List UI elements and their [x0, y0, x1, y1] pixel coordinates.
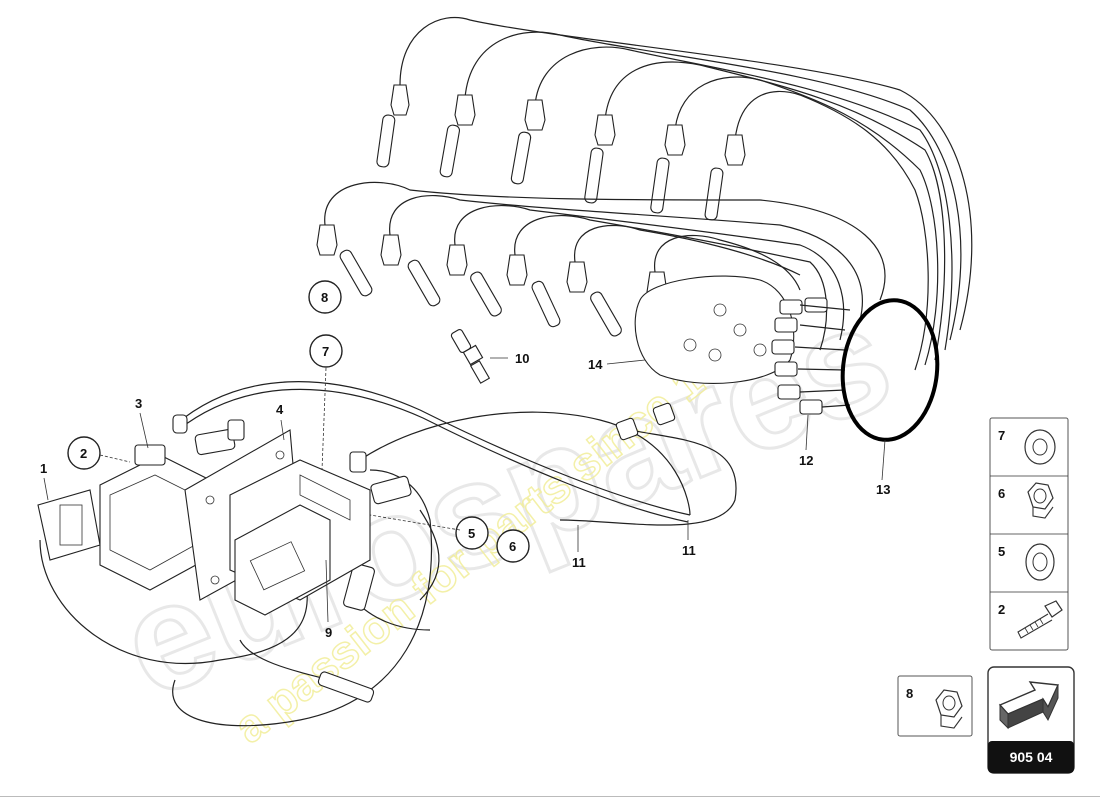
callout-3-label: 3 — [135, 396, 142, 411]
callout-11a[interactable]: 11 — [572, 525, 586, 570]
legend-item-7-label: 7 — [998, 428, 1005, 443]
callout-4-label: 4 — [276, 402, 284, 417]
page-divider — [0, 796, 1100, 797]
legend-item-2[interactable]: 2 — [998, 600, 1063, 639]
callout-6-label: 6 — [509, 539, 516, 554]
bundle-ring — [840, 298, 940, 442]
callout-10[interactable]: 10 — [515, 351, 529, 366]
lead-connectors-cluster — [771, 297, 851, 415]
legend-item-6-label: 6 — [998, 486, 1005, 501]
callout-11b[interactable]: 11 — [682, 520, 696, 558]
hardware-legend: 7 6 5 2 — [989, 417, 1069, 651]
hex-nut-icon — [1027, 482, 1054, 519]
callout-6[interactable]: 6 — [369, 514, 530, 563]
bolt-icon — [1017, 600, 1063, 639]
callout-3[interactable]: 3 — [135, 396, 149, 449]
callout-13-label: 13 — [876, 482, 890, 497]
washer-icon — [1024, 429, 1056, 465]
page-reference[interactable]: 905 04 — [987, 666, 1075, 774]
callout-7-label: 7 — [322, 344, 329, 359]
callout-1[interactable]: 1 — [40, 461, 49, 501]
legend-item-2-label: 2 — [998, 602, 1005, 617]
callout-2-label: 2 — [80, 446, 87, 461]
connector-block — [37, 489, 101, 561]
spark-plug — [450, 329, 508, 384]
legend-item-7[interactable]: 7 — [998, 428, 1056, 465]
callout-10-label: 10 — [515, 351, 529, 366]
distributor-cap — [634, 275, 795, 384]
callout-13[interactable]: 13 — [876, 439, 890, 497]
legend-item-5-label: 5 — [998, 544, 1005, 559]
harness-plugs — [172, 402, 676, 703]
page-reference-label: 905 04 — [1010, 749, 1053, 765]
legend-item-5[interactable]: 5 — [998, 543, 1055, 581]
callout-8-label: 8 — [321, 290, 328, 305]
callout-2[interactable]: 2 — [67, 436, 131, 470]
callout-9-label: 9 — [325, 625, 332, 640]
callout-14-label: 14 — [588, 357, 603, 372]
callout-8[interactable]: 8 — [308, 280, 342, 314]
callout-12-label: 12 — [799, 453, 813, 468]
ignition-lead-bank-upper — [376, 16, 973, 371]
callout-7[interactable]: 7 — [309, 334, 343, 471]
callout-5-label: 5 — [468, 526, 475, 541]
direction-arrow-icon — [998, 681, 1060, 730]
legend-item-6[interactable]: 6 — [998, 482, 1054, 519]
ecu-module — [229, 459, 371, 616]
callout-9[interactable]: 9 — [325, 559, 332, 640]
callout-14[interactable]: 14 — [588, 357, 646, 372]
callout-12[interactable]: 12 — [799, 414, 813, 468]
callout-11a-label: 11 — [572, 555, 586, 570]
nut-8-label: 8 — [906, 686, 913, 701]
callout-5[interactable]: 5 — [455, 516, 489, 550]
nut-8-legend[interactable]: 8 — [897, 675, 973, 737]
hex-nut-icon — [935, 689, 963, 729]
callout-11b-label: 11 — [682, 543, 696, 558]
callout-1-label: 1 — [40, 461, 47, 476]
washer-icon — [1025, 543, 1055, 581]
callout-4[interactable]: 4 — [276, 402, 285, 441]
